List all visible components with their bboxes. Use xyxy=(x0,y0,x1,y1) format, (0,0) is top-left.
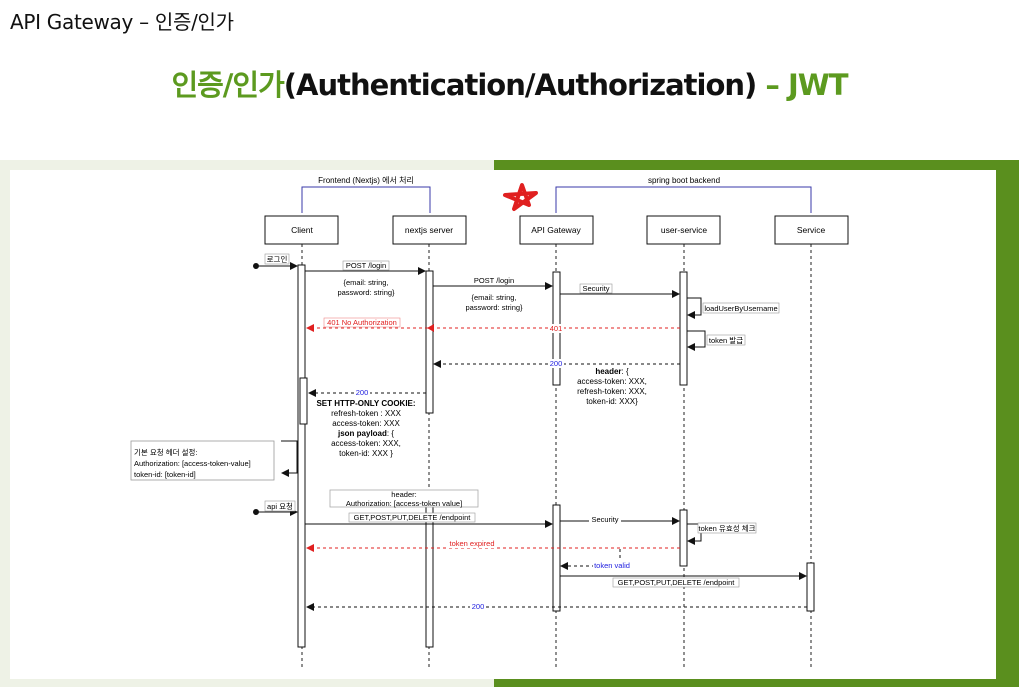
cookie-title: SET HTTP-ONLY COOKIE: xyxy=(316,399,415,408)
r401-label: 401 xyxy=(550,324,563,333)
participant-service-label: Service xyxy=(797,225,826,235)
r200-label-c: 200 xyxy=(472,602,485,611)
endpoint-label-1: GET,POST,PUT,DELETE /endpoint xyxy=(354,513,472,522)
slide-title: 인증/인가(Authentication/Authorization) – JW… xyxy=(0,62,1019,104)
token-expired-label: token expired xyxy=(449,539,494,548)
post-login-label-2: POST /login xyxy=(474,276,514,285)
participant-nextjs-label: nextjs server xyxy=(405,225,453,235)
user-service-activation-2 xyxy=(679,509,688,567)
body-1-line-2: password: string} xyxy=(337,288,395,297)
title-dash: – xyxy=(756,68,788,102)
body-1-line-1: {email: string, xyxy=(343,278,388,287)
cookie-line-3: json payload: { xyxy=(337,429,394,438)
security-label-2: Security xyxy=(591,515,618,524)
header-line-4: token-id: XXX} xyxy=(586,397,638,406)
participant-gateway: API Gateway xyxy=(519,215,594,245)
frontend-group-bracket: Frontend (Nextjs) 에서 처리 xyxy=(301,176,431,213)
note-line-2: Authorization: [access-token-value] xyxy=(134,459,251,468)
title-korean: 인증/인가 xyxy=(171,68,284,102)
api-start-dot xyxy=(253,509,259,515)
participant-service: Service xyxy=(774,215,849,245)
login-start-dot xyxy=(253,263,259,269)
participant-gateway-label: API Gateway xyxy=(531,225,581,235)
r200-label-a: 200 xyxy=(550,359,563,368)
token-check-label: token 유효성 체크 xyxy=(698,523,755,533)
title-jwt: JWT xyxy=(787,68,849,102)
load-user-self-arrow xyxy=(687,297,702,319)
participant-client-label: Client xyxy=(291,225,313,235)
frontend-group-label: Frontend (Nextjs) 에서 처리 xyxy=(318,176,414,185)
token-issue-self-arrow xyxy=(687,330,706,351)
header-line-3: refresh-token: XXX, xyxy=(577,387,647,396)
client-activation-nested xyxy=(299,377,308,425)
r200-label-b: 200 xyxy=(356,388,369,397)
title-english: (Authentication/Authorization) xyxy=(283,68,758,102)
diagram-canvas xyxy=(10,170,996,679)
token-issue-label: token 발급 xyxy=(709,336,743,345)
header-note-line-1: header: xyxy=(391,490,416,499)
user-service-activation-1 xyxy=(679,271,688,386)
header-line-2: access-token: XXX, xyxy=(577,377,647,386)
cookie-line-5: token-id: XXX } xyxy=(339,449,393,458)
participant-user-service: user-service xyxy=(646,215,721,245)
security-label-1: Security xyxy=(582,284,609,293)
backend-group-label: spring boot backend xyxy=(648,176,720,185)
cookie-line-2: access-token: XXX xyxy=(332,419,400,428)
endpoint-label-2: GET,POST,PUT,DELETE /endpoint xyxy=(618,578,736,587)
no-auth-label: 401 No Authorization xyxy=(327,318,397,327)
cookie-line-4: access-token: XXX, xyxy=(331,439,401,448)
header-line-1: header: { xyxy=(595,367,629,376)
token-valid-arrow xyxy=(560,549,621,570)
participant-nextjs: nextjs server xyxy=(392,215,467,245)
header-note-box xyxy=(329,489,479,508)
participant-client: Client xyxy=(264,215,339,245)
note-line-3: token-id: [token-id] xyxy=(134,470,196,479)
client-activation xyxy=(297,264,306,648)
note-self-arrow xyxy=(281,440,298,477)
star-icon xyxy=(503,183,538,211)
gateway-activation-2 xyxy=(552,504,561,612)
nextjs-activation-1 xyxy=(425,270,434,414)
service-activation xyxy=(806,562,815,612)
participant-user-service-label: user-service xyxy=(661,225,708,235)
note-line-1: 기본 요청 헤더 설정: xyxy=(134,447,198,457)
default-header-note xyxy=(130,440,275,481)
post-login-label-1: POST /login xyxy=(346,261,386,270)
cookie-line-1: refresh-token : XXX xyxy=(331,409,401,418)
login-label: 로그인 xyxy=(267,254,288,264)
header-note-line-2: Authorization: [access-token value] xyxy=(346,499,462,508)
load-user-label: loadUserByUsername xyxy=(704,304,777,313)
backend-group-bracket: spring boot backend xyxy=(555,176,812,213)
api-request-label: api 요청 xyxy=(267,502,293,511)
body-2-line-2: password: string} xyxy=(465,303,523,312)
token-valid-label: token valid xyxy=(594,561,630,570)
body-2-line-1: {email: string, xyxy=(471,293,516,302)
page-header: API Gateway – 인증/인가 xyxy=(10,10,234,34)
nextjs-activation-2 xyxy=(425,504,434,648)
